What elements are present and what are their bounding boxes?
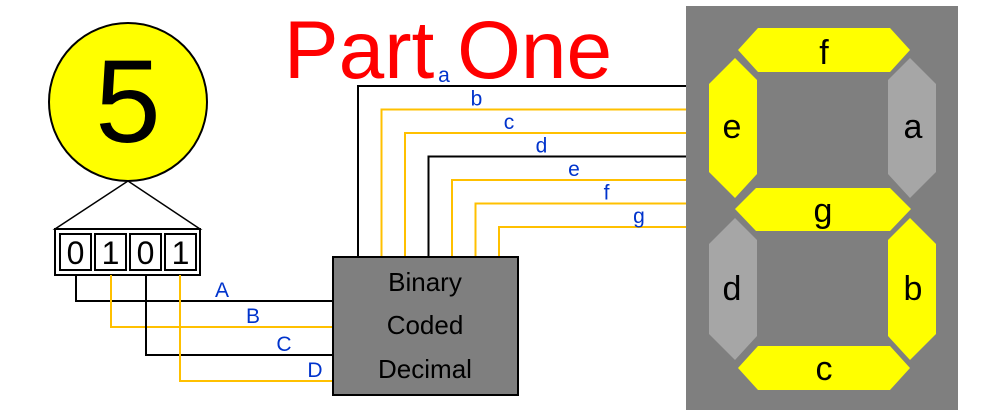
input-wires bbox=[75, 275, 333, 382]
output-label-d: d bbox=[536, 135, 548, 158]
segment-label-b: b bbox=[904, 270, 923, 308]
segment-label-e: e bbox=[723, 108, 742, 146]
output-wire-b bbox=[380, 108, 688, 257]
bit-value-3: 1 bbox=[172, 235, 190, 271]
segment-label-a: a bbox=[904, 108, 923, 146]
bit-cell-3 bbox=[164, 233, 197, 271]
output-wire-c bbox=[404, 132, 688, 257]
title-part-one: Part One bbox=[284, 5, 612, 96]
segment-a bbox=[888, 58, 936, 198]
output-label-e: e bbox=[568, 158, 580, 181]
output-wires bbox=[357, 85, 688, 257]
input-wire-1 bbox=[110, 275, 333, 328]
output-label-g: g bbox=[633, 205, 645, 228]
bit-cell-1 bbox=[94, 233, 127, 271]
segment-b bbox=[888, 218, 936, 360]
input-wire-3 bbox=[179, 275, 333, 382]
bcd-line-binary: Binary bbox=[388, 267, 462, 297]
segment-d bbox=[709, 218, 757, 360]
input-wire-0 bbox=[75, 275, 333, 302]
segment-g bbox=[735, 188, 911, 231]
input-wire-2 bbox=[145, 275, 333, 356]
segment-label-g: g bbox=[814, 192, 833, 230]
display-segments: f e a g d b c bbox=[709, 28, 936, 390]
output-wire-g bbox=[498, 226, 688, 257]
bit-cell-2 bbox=[129, 233, 162, 271]
bit-value-2: 0 bbox=[137, 235, 155, 271]
output-wire-d bbox=[427, 155, 688, 257]
segment-label-c: c bbox=[816, 350, 833, 388]
segment-label-d: d bbox=[723, 270, 742, 308]
output-wire-a bbox=[357, 85, 688, 257]
input-label-3: D bbox=[307, 359, 322, 382]
bit-value-0: 0 bbox=[67, 235, 85, 271]
bcd-line-coded: Coded bbox=[387, 310, 464, 340]
digit-value: 5 bbox=[95, 36, 161, 168]
output-label-f: f bbox=[604, 182, 610, 205]
bit-cell-0 bbox=[59, 233, 92, 271]
segment-c bbox=[738, 346, 910, 390]
output-label-b: b bbox=[471, 88, 483, 111]
output-label-c: c bbox=[504, 111, 515, 134]
output-wire-f bbox=[474, 202, 688, 257]
output-wire-e bbox=[451, 179, 688, 257]
circle-to-binary-connector bbox=[52, 180, 203, 230]
bcd-decoder-box bbox=[332, 256, 519, 396]
output-label-a: a bbox=[438, 64, 450, 87]
bcd-line-decimal: Decimal bbox=[378, 354, 472, 384]
input-label-0: A bbox=[215, 279, 229, 302]
bit-value-1: 1 bbox=[102, 235, 120, 271]
segment-label-f: f bbox=[819, 34, 829, 72]
segment-e bbox=[709, 58, 757, 198]
segment-f bbox=[738, 28, 910, 72]
input-label-1: B bbox=[246, 305, 260, 328]
input-label-2: C bbox=[276, 333, 291, 356]
